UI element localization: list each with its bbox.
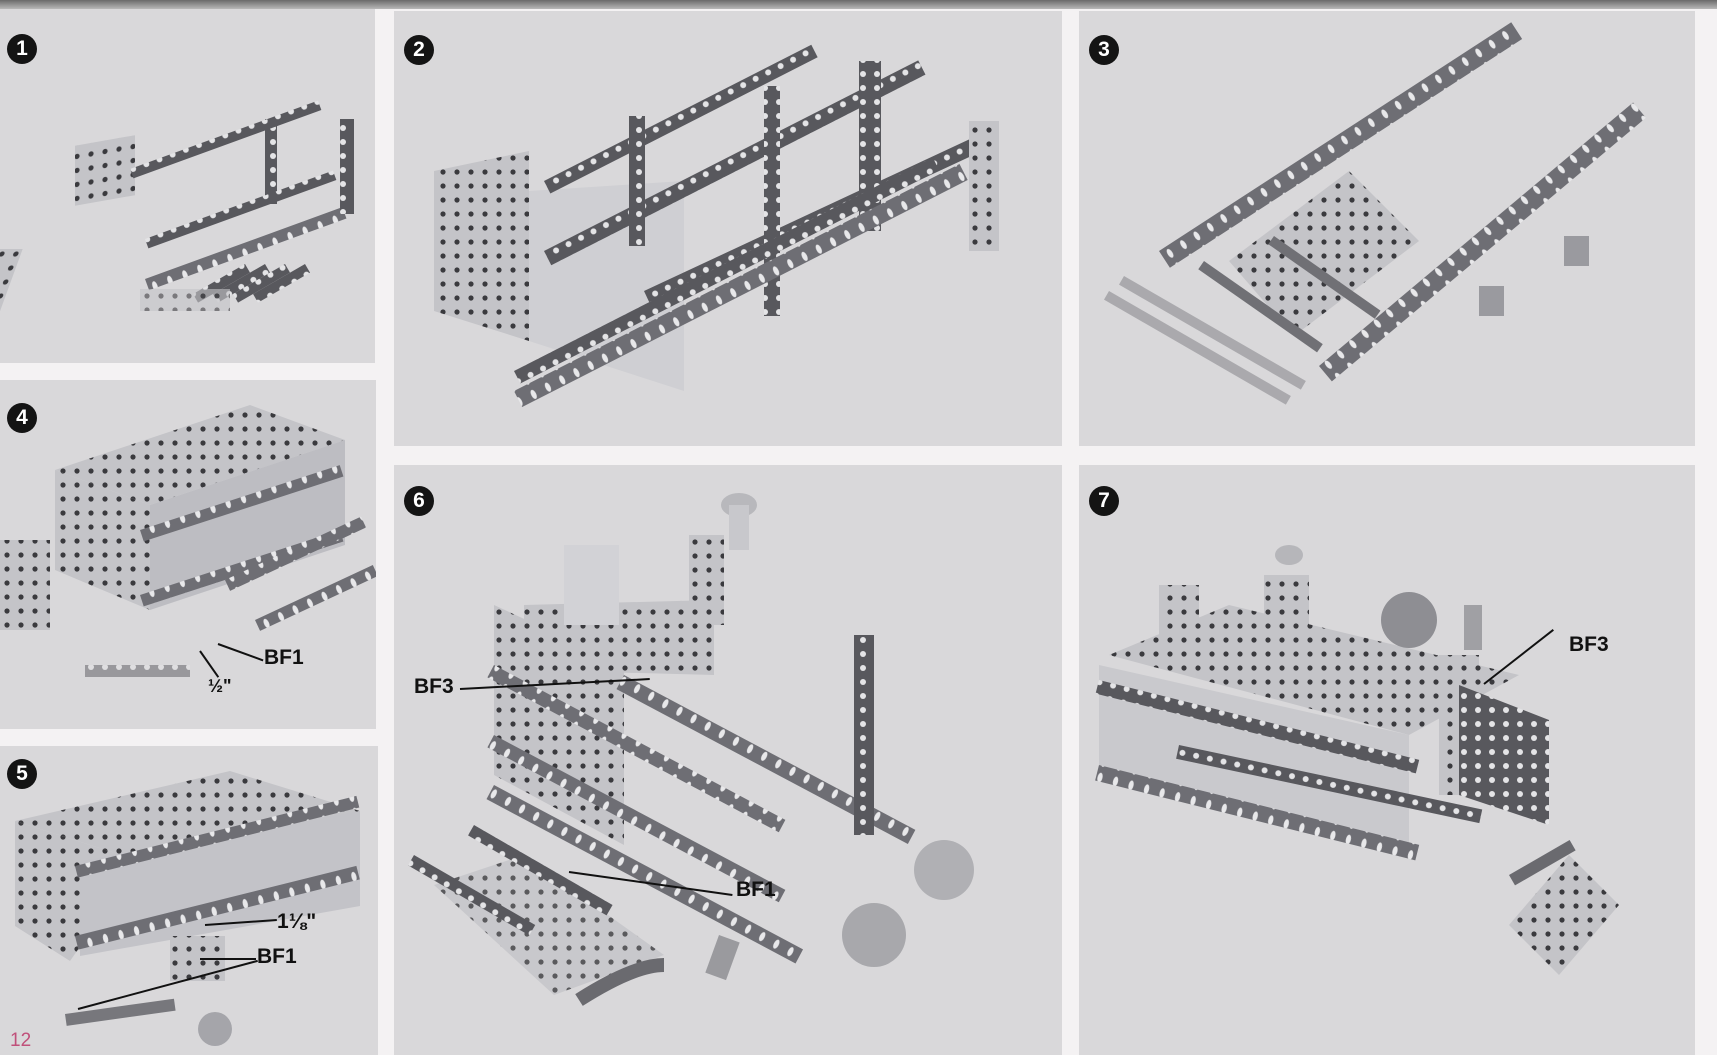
callout-label: BF3 (1569, 633, 1609, 656)
step-number-badge: 1 (7, 34, 37, 64)
callout-label: BF1 (257, 945, 297, 968)
step-5-panel: 5 1⅛" BF1 (0, 746, 378, 1055)
callout-label: BF1 (736, 878, 776, 901)
scan-top-edge (0, 0, 1717, 9)
step-2-panel: 2 (394, 11, 1062, 446)
page-number: 12 (10, 1030, 32, 1051)
callout-label: BF3 (414, 675, 454, 698)
step-3-panel: 3 (1079, 11, 1695, 446)
callout-label: ½" (208, 676, 232, 696)
callout-leader (200, 958, 256, 960)
step-6-illustration (407, 493, 974, 1006)
step-4-panel: 4 BF1 ½" (0, 380, 376, 729)
step-number-badge: 4 (7, 403, 37, 433)
step-3-illustration (1104, 22, 1646, 405)
step-6-panel: 6 BF3 BF1 (394, 465, 1062, 1055)
step-1-panel: 1 (0, 9, 375, 363)
callout-label: BF1 (264, 646, 304, 669)
step-number-badge: 6 (404, 486, 434, 516)
step-7-illustration (1095, 545, 1619, 975)
step-4-illustration (0, 405, 376, 677)
step-number-badge: 7 (1089, 486, 1119, 516)
step-1-illustration (0, 100, 354, 314)
step-number-badge: 2 (404, 35, 434, 65)
step-number-badge: 5 (7, 759, 37, 789)
step-number-badge: 3 (1089, 35, 1119, 65)
callout-label: 1⅛" (277, 910, 317, 933)
step-2-illustration (434, 44, 999, 408)
step-7-panel: 7 BF3 (1079, 465, 1695, 1055)
step-5-illustration (15, 771, 360, 1046)
